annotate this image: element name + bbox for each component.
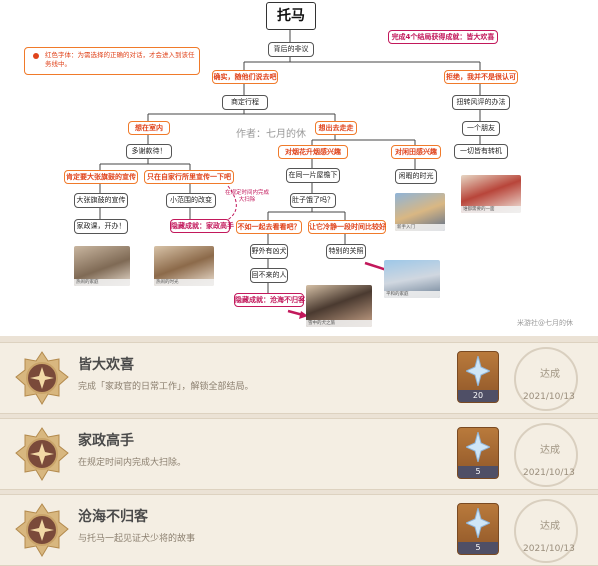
node-small-change: 小范围的改变 [166, 193, 216, 208]
achievement-title: 家政高手 [78, 433, 134, 449]
achievement-date: 2021/10/13 [523, 544, 575, 554]
node-big-promo: 大张旗鼓的宣传 [74, 193, 128, 208]
achievement-status: 达成 [540, 369, 560, 380]
primogem-icon [466, 432, 490, 462]
reward-box: 20 [457, 351, 499, 403]
flowchart: 托马 红色字体：为需选择的正确的对话，才会进入到该任务线中。 完成4个结局获得成… [24, 2, 573, 327]
screenshot-thumb: 雪中的犬之旅 [306, 285, 372, 327]
achievement-badge-icon [15, 427, 69, 481]
ending-note: 完成4个结局获得成就：皆大欢喜 [388, 30, 498, 44]
choice-look-together: 不如一起去看看吧？ [236, 220, 302, 234]
choice-shop: 只在自家行所里宣传一下吧 [144, 170, 234, 184]
choice-spread: 肯定要大张旗鼓的宣传 [64, 170, 138, 184]
screenshot-thumb: 谁都需要的一面 [461, 175, 521, 213]
hidden-home-achievement: 隐藏成就：家政高手 [170, 219, 234, 233]
node-friend: 一个朋友 [462, 121, 500, 136]
reward-count: 5 [458, 466, 498, 478]
completed-stamp-icon [514, 423, 578, 487]
achievement-badge-icon [15, 351, 69, 405]
achievement-date: 2021/10/13 [523, 468, 575, 478]
completed-stamp-icon [514, 499, 578, 563]
primogem-icon [466, 508, 490, 538]
node-thanks: 多谢款待！ [126, 144, 172, 159]
screenshot-thumb: 热闹的家庭 [74, 246, 130, 286]
primogem-icon [466, 356, 490, 386]
node-home: 家政课，开办！ [74, 219, 128, 234]
achievement-badge-icon [15, 503, 69, 557]
timed-note: 在规定时间内完成大扫除 [224, 190, 269, 203]
author-label: 作者：七月的休 [236, 129, 306, 140]
flow-title: 托马 [266, 2, 316, 30]
reward-box: 5 [457, 503, 499, 555]
node-same-roof: 在同一片屋檐下 [286, 168, 340, 183]
achievement-row[interactable]: 皆大欢喜 完成「家政官的日常工作」，解锁全部结局。 20 达成 2021/10/… [0, 342, 598, 414]
node-soft: 一切皆有转机 [454, 144, 508, 159]
reward-count: 5 [458, 542, 498, 554]
node-wild: 野外有凶犬 [250, 244, 288, 259]
choice-outdoor: 想出去走走 [315, 121, 357, 135]
achievement-date: 2021/10/13 [523, 392, 575, 402]
legend-dot-icon [33, 53, 39, 59]
completed-stamp-icon [514, 347, 578, 411]
achievement-title: 沧海不归客 [78, 509, 148, 525]
achievement-row[interactable]: 沧海不归客 与托马一起见证犬少将的故事 5 达成 2021/10/13 [0, 494, 598, 566]
legend-note: 红色字体：为需选择的正确的对话，才会进入到该任务线中。 [24, 47, 200, 75]
achievement-status: 达成 [540, 445, 560, 456]
node-fearless: 回不来的人 [250, 268, 288, 283]
achievement-status: 达成 [540, 521, 560, 532]
screenshot-thumb: 热闹的时光 [154, 246, 214, 286]
screenshot-thumb: 平和的家庭 [384, 260, 440, 298]
hidden-sea-achievement: 隐藏成就：沧海不归客 [234, 293, 305, 307]
node-idle-time: 闲暇的时光 [395, 169, 437, 184]
node-refuse-way: 扭转风评的办法 [452, 95, 510, 110]
achievement-panel: 皆大欢喜 完成「家政官的日常工作」，解锁全部结局。 20 达成 2021/10/… [0, 336, 598, 566]
node-root: 背后的非议 [268, 42, 314, 57]
achievement-desc: 与托马一起见证犬少将的故事 [78, 534, 196, 544]
achievement-desc: 完成「家政官的日常工作」，解锁全部结局。 [78, 382, 254, 392]
node-concern: 特别的关照 [326, 244, 366, 259]
reward-count: 20 [458, 390, 498, 402]
choice-indoor: 想在室内 [128, 121, 170, 135]
watermark: 米游社@七月的休 [517, 319, 573, 327]
choice-fireworks: 对烟花升烟感兴趣 [278, 145, 348, 159]
achievement-row[interactable]: 家政高手 在规定时间内完成大扫除。 5 达成 2021/10/13 [0, 418, 598, 490]
choice-agree: 确实，随他们说去吧 [212, 70, 278, 84]
choice-refuse: 拒绝，我并不是很认可 [444, 70, 518, 84]
achievement-title: 皆大欢喜 [78, 357, 134, 373]
node-hungry: 肚子饿了吗？ [290, 193, 336, 208]
node-fixed: 商定行程 [222, 95, 268, 110]
reward-box: 5 [457, 427, 499, 479]
choice-idle: 对闲田感兴趣 [391, 145, 441, 159]
achievement-desc: 在规定时间内完成大扫除。 [78, 458, 187, 468]
screenshot-thumb: 新手入门 [395, 193, 445, 231]
choice-cold: 让它冷静一段时间比较好 [308, 220, 386, 234]
